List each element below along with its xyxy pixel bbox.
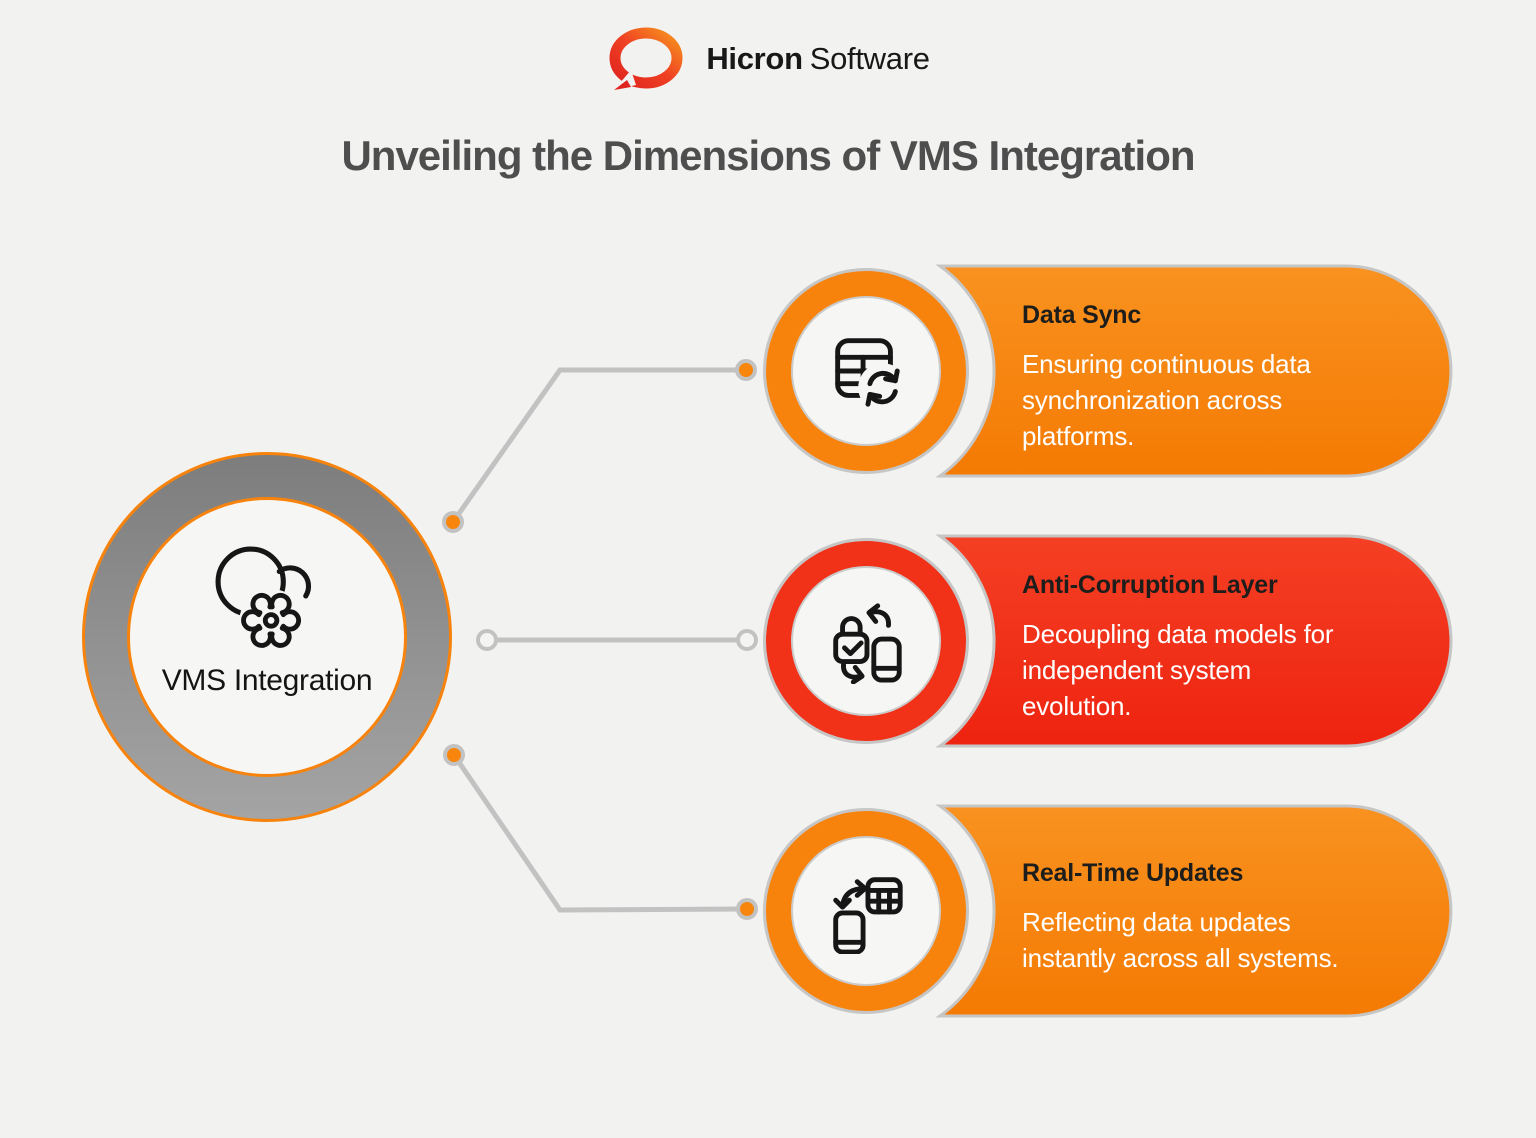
card-real-time: Real-Time Updates Reflecting data update… (1022, 806, 1434, 1016)
center-node-inner: VMS Integration (127, 497, 407, 777)
connector-dots (442, 359, 758, 920)
center-node-label: VMS Integration (161, 664, 373, 697)
card-data-sync: Data Sync Ensuring continuous data synch… (1022, 266, 1434, 476)
center-node-vms-integration: VMS Integration (82, 452, 452, 822)
card-title: Data Sync (1022, 300, 1142, 329)
card-shape-real-time (935, 804, 1453, 1018)
card-description: Ensuring continuous data synchronization… (1022, 348, 1311, 451)
badge-anti-corruption (763, 538, 969, 744)
cloud-gear-icon (215, 546, 312, 650)
page-title: Unveiling the Dimensions of VMS Integrat… (341, 132, 1195, 179)
badge-inner-circle (791, 296, 941, 446)
dot-middle-start (476, 629, 498, 651)
card-title: Real-Time Updates (1022, 858, 1244, 887)
brand-name-regular: Software (809, 41, 930, 76)
dot-bottom-end (736, 898, 758, 920)
card-shape-anti-corruption (935, 534, 1453, 748)
card-shape-data-sync (935, 264, 1453, 478)
badge-inner-circle (791, 836, 941, 986)
table-sync-icon (835, 338, 908, 413)
connector-bottom (451, 753, 748, 913)
brand-name-bold: Hicron (706, 41, 803, 76)
lock-device-swap-icon (833, 603, 902, 684)
badge-inner-circle (791, 566, 941, 716)
hicron-ring-logo-icon (609, 27, 683, 90)
device-table-swap-icon (833, 877, 903, 954)
dot-middle-end (736, 629, 758, 651)
dot-bottom-start (443, 744, 465, 766)
badge-real-time (763, 808, 969, 1014)
dot-top-end (735, 359, 757, 381)
card-title: Anti-Corruption Layer (1022, 570, 1278, 599)
card-description: Reflecting data updates instantly across… (1022, 906, 1339, 973)
connector-top (450, 367, 746, 524)
dot-top-start (442, 511, 464, 533)
badge-data-sync (763, 268, 969, 474)
connector-lines (450, 367, 748, 913)
card-description: Decoupling data models for independent s… (1022, 618, 1334, 721)
card-anti-corruption: Anti-Corruption Layer Decoupling data mo… (1022, 536, 1434, 746)
